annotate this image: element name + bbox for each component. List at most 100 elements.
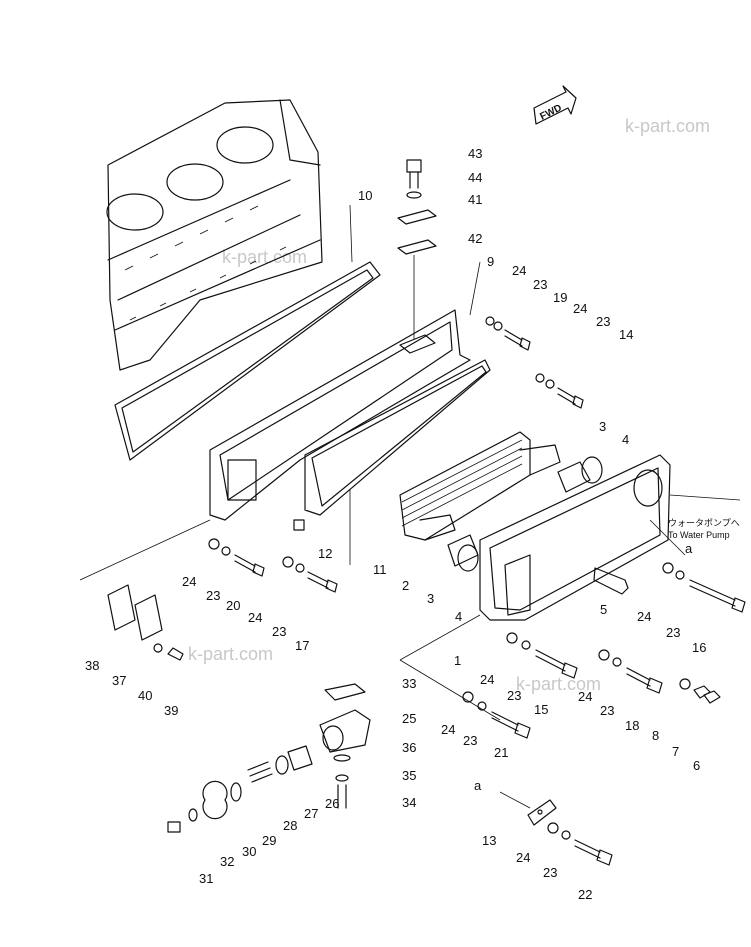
callout-24: 24 — [573, 301, 587, 316]
callout-44: 44 — [468, 170, 482, 185]
callout-13: 13 — [482, 833, 496, 848]
callout-4: 4 — [455, 609, 462, 624]
ring-27 — [275, 755, 289, 775]
gasket-41 — [397, 209, 437, 225]
callout-24: 24 — [516, 850, 530, 865]
bolt-set-16 — [662, 562, 746, 613]
callout-24: 24 — [637, 609, 651, 624]
callout-31: 31 — [199, 871, 213, 886]
nut-set-6-7-8 — [679, 678, 721, 704]
o-ring-4 — [581, 456, 603, 484]
callout-24: 24 — [182, 574, 196, 589]
callout-36: 36 — [402, 740, 416, 755]
callout-23: 23 — [666, 625, 680, 640]
callout-12: 12 — [318, 546, 332, 561]
callout-33: 33 — [402, 676, 416, 691]
bolt-set-20 — [208, 538, 265, 577]
leader-lines — [399, 614, 501, 721]
callout-22: 22 — [578, 887, 592, 902]
callout-24: 24 — [248, 610, 262, 625]
note-water-pump-jp: ウォータポンプへ — [668, 518, 740, 528]
callout-43: 43 — [468, 146, 482, 161]
callout-29: 29 — [262, 833, 276, 848]
callout-17: 17 — [295, 638, 309, 653]
callout-21: 21 — [494, 745, 508, 760]
o-ring-29 — [230, 782, 242, 802]
view-a-label-lower: a — [474, 778, 482, 793]
callout-26: 26 — [325, 796, 339, 811]
gasket-3-lower — [447, 534, 479, 567]
callout-3: 3 — [599, 419, 606, 434]
callout-19: 19 — [553, 290, 567, 305]
callout-24: 24 — [480, 672, 494, 687]
valve-26 — [287, 745, 313, 771]
callout-5: 5 — [600, 602, 607, 617]
callout-23: 23 — [543, 865, 557, 880]
callout-18: 18 — [625, 718, 639, 733]
cover-38 — [79, 519, 211, 631]
callout-25: 25 — [402, 711, 416, 726]
gasket-11 — [304, 359, 491, 565]
callout-7: 7 — [672, 744, 679, 759]
callout-23: 23 — [596, 314, 610, 329]
callout-3: 3 — [427, 591, 434, 606]
callout-1: 1 — [454, 653, 461, 668]
gasket-10 — [114, 204, 381, 461]
bolt-39 — [167, 647, 184, 661]
elbow-25 — [319, 709, 371, 753]
callout-20: 20 — [226, 598, 240, 613]
plug-5 — [593, 567, 629, 595]
callout-30: 30 — [242, 844, 256, 859]
callout-23: 23 — [463, 733, 477, 748]
callout-14: 14 — [619, 327, 633, 342]
callout-15: 15 — [534, 702, 548, 717]
seal-36 — [333, 754, 351, 762]
bolt-34 — [337, 784, 347, 809]
bolt-set-14 — [535, 373, 584, 409]
bolt-set-15 — [506, 632, 578, 679]
note-water-pump-en: To Water Pump — [668, 530, 730, 540]
plug-30 — [202, 780, 228, 820]
washer-23-a — [561, 830, 571, 840]
callout-6: 6 — [693, 758, 700, 773]
callout-9: 9 — [487, 254, 494, 269]
callout-32: 32 — [220, 854, 234, 869]
callout-23: 23 — [533, 277, 547, 292]
gasket-42 — [397, 239, 437, 255]
callout-11: 11 — [373, 562, 387, 577]
callout-28: 28 — [283, 818, 297, 833]
cooler-housing-9 — [209, 261, 481, 521]
oil-cooler-element-2 — [399, 431, 561, 541]
callout-38: 38 — [85, 658, 99, 673]
plug-12 — [293, 519, 305, 531]
spring-28 — [247, 761, 273, 783]
callout-40: 40 — [138, 688, 152, 703]
callout-16: 16 — [692, 640, 706, 655]
callout-23: 23 — [206, 588, 220, 603]
watermark-text: k-part.com — [625, 116, 710, 136]
watermark-text: k-part.com — [516, 674, 601, 694]
bracket-13 — [499, 791, 557, 826]
callout-27: 27 — [304, 806, 318, 821]
gasket-3 — [557, 461, 591, 493]
washer-35 — [335, 774, 349, 782]
callout-24: 24 — [512, 263, 526, 278]
bolt-31 — [167, 821, 181, 833]
fwd-arrow-icon: FWD — [533, 85, 577, 125]
bolt-set-17 — [282, 556, 338, 593]
callout-8: 8 — [652, 728, 659, 743]
bolt-22 — [574, 839, 613, 866]
callout-39: 39 — [164, 703, 178, 718]
callout-42: 42 — [468, 231, 482, 246]
washer-24-a — [547, 822, 559, 834]
gasket-37 — [134, 594, 163, 641]
washer-44 — [406, 191, 422, 199]
callout-10: 10 — [358, 188, 372, 203]
washer-40 — [153, 643, 163, 653]
callout-2: 2 — [402, 578, 409, 593]
o-ring-4-lower — [457, 544, 479, 572]
cooler-cover-1 — [479, 454, 741, 621]
bolt-set-18 — [598, 649, 663, 694]
